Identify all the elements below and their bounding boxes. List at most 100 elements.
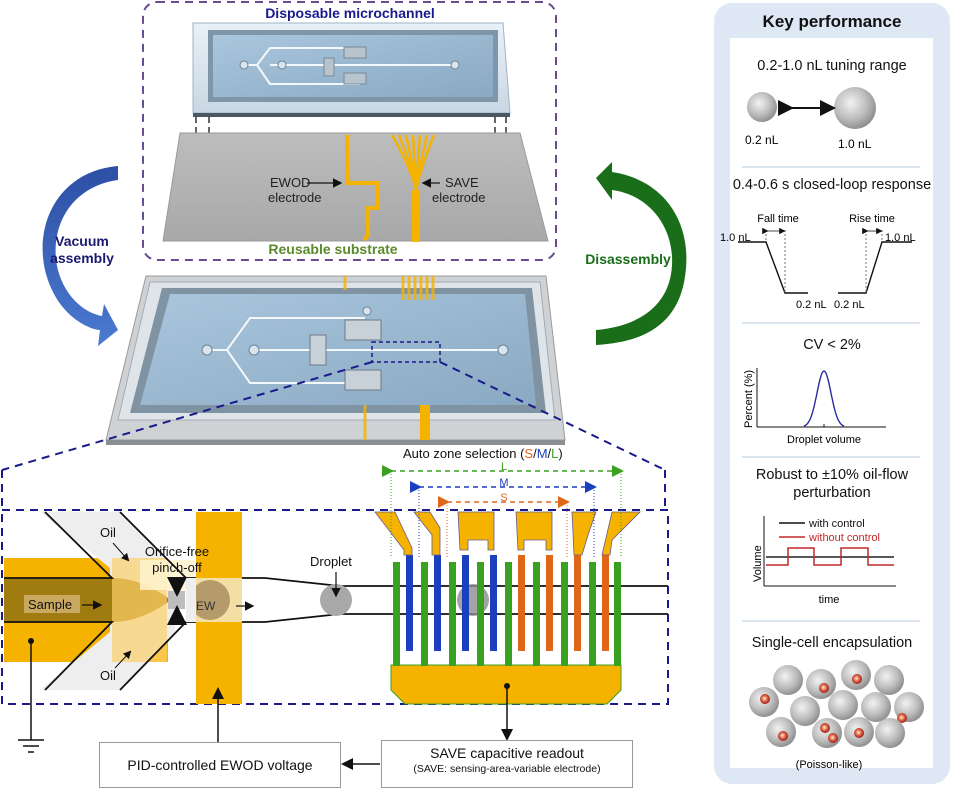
cell [828, 733, 838, 743]
encapsulation-droplet [790, 696, 820, 726]
response-heading: 0.4-0.6 s closed-loop response [732, 177, 932, 193]
bracket-l-label: L [501, 461, 507, 473]
device-diagram: Disposable microchannel EWOD electrode S… [1, 1, 687, 770]
sample-label: Sample [28, 597, 72, 612]
cv-ylabel: Percent (%) [743, 370, 755, 428]
save-label: SAVE [445, 175, 479, 190]
assembled-device [105, 275, 566, 445]
fall-low-label: 0.2 nL [796, 299, 827, 311]
fall-time-label: Fall time [757, 213, 799, 225]
ewod-label: EWOD [270, 175, 310, 190]
sensing-finger [574, 555, 581, 651]
encapsulation-droplet [861, 692, 891, 722]
zone-brackets [382, 465, 624, 558]
orifice-label-2: pinch-off [152, 560, 202, 575]
auto-zone-label: Auto zone selection (S/M/L) [403, 446, 563, 461]
detail-frame [1, 509, 669, 705]
without-control-line [766, 547, 894, 566]
oil-label-bottom: Oil [100, 668, 116, 683]
ground-finger [393, 562, 400, 666]
pid-label: PID-controlled EWOD voltage [127, 757, 313, 773]
separator [742, 456, 920, 458]
bracket-s-label: S [500, 492, 507, 504]
electrode-pad [571, 511, 597, 556]
robust-plot [763, 516, 896, 587]
key-performance-graphics: 0.2 nL 1.0 nL Fall time Rise time 1.0 nL… [720, 87, 924, 771]
electrode-pad [374, 511, 413, 556]
sensing-finger [434, 555, 441, 651]
sample-label-bg [24, 595, 80, 613]
disassembly-label: Disassembly [585, 251, 671, 267]
electrode-pad [601, 511, 641, 556]
rise-high-label: 1.0 nL [885, 232, 916, 244]
cell [897, 713, 907, 723]
encapsulation-droplets [749, 660, 924, 748]
encapsulation-droplet [812, 718, 842, 748]
key-performance-content [730, 38, 933, 768]
vacuum-label-2: assembly [50, 250, 114, 266]
sensing-finger [490, 555, 497, 651]
oil-label-top: Oil [100, 525, 116, 540]
sensing-finger [462, 555, 469, 651]
ground-finger [533, 562, 540, 666]
ground-finger [614, 562, 621, 666]
encapsulation-droplet [828, 690, 858, 720]
disposable-title: Disposable microchannel [265, 5, 435, 21]
electrode-pad [413, 511, 441, 556]
save-label-2: electrode [432, 190, 485, 205]
cv-curve [803, 370, 845, 427]
rise-curve [838, 241, 912, 294]
cell [854, 728, 864, 738]
rise-time-label: Rise time [849, 213, 895, 225]
key-performance-title: Key performance [762, 12, 902, 31]
cell [852, 674, 862, 684]
cell [778, 731, 788, 741]
droplet-sensing [457, 584, 489, 616]
ground-finger [505, 562, 512, 666]
legend-with-control: with control [808, 518, 865, 530]
ewod-droplet [190, 580, 230, 620]
encapsulation-droplet [875, 718, 905, 748]
ew-label: EW [196, 599, 216, 613]
robust-xlabel: time [819, 594, 840, 606]
vacuum-label: Vacuum [55, 233, 109, 249]
cell [819, 683, 829, 693]
save-electrode-array [374, 511, 641, 705]
small-volume-label: 0.2 nL [745, 133, 779, 147]
pid-controller-box: PID-controlled EWOD voltage [99, 742, 341, 788]
large-droplet-icon [834, 87, 876, 129]
encapsulation-droplet [874, 665, 904, 695]
legend-without-control: without control [808, 532, 880, 544]
fall-high-label: 1.0 nL [720, 232, 751, 244]
poisson-caption: (Poisson-like) [796, 759, 863, 771]
reusable-substrate [162, 132, 549, 242]
cv-heading: CV < 2% [803, 337, 861, 353]
orifice-label: Orifice-free [145, 544, 209, 559]
ground-icon [18, 739, 44, 753]
save-readout-box: SAVE capacitive readout (SAVE: sensing-a… [381, 740, 633, 788]
vacuum-assembly-arrow [42, 166, 118, 346]
ground-finger [589, 562, 596, 666]
separator [742, 166, 920, 168]
cell [820, 723, 830, 733]
sensing-finger [602, 555, 609, 651]
exploded-view-frame [142, 1, 557, 261]
encapsulation-droplet [773, 665, 803, 695]
tuning-heading: 0.2-1.0 nL tuning range [757, 58, 907, 74]
disassembly-arrow [596, 162, 687, 345]
reusable-title: Reusable substrate [268, 241, 397, 257]
robust-ylabel: Volume [752, 545, 764, 582]
sensing-finger [518, 555, 525, 651]
robust-heading-2: perturbation [793, 485, 871, 501]
sensing-finger [406, 555, 413, 651]
zoom-region-box [371, 341, 441, 363]
save-readout-title: SAVE capacitive readout [430, 745, 584, 761]
cv-distribution-plot [756, 368, 886, 428]
electrode-pad [457, 511, 495, 551]
ewod-label-2: electrode [268, 190, 321, 205]
ground-finger [561, 562, 568, 666]
small-droplet-icon [747, 92, 777, 122]
fall-curve [738, 241, 808, 294]
save-readout-subtitle: (SAVE: sensing-area-variable electrode) [413, 763, 601, 775]
electrode-pad [515, 511, 553, 551]
